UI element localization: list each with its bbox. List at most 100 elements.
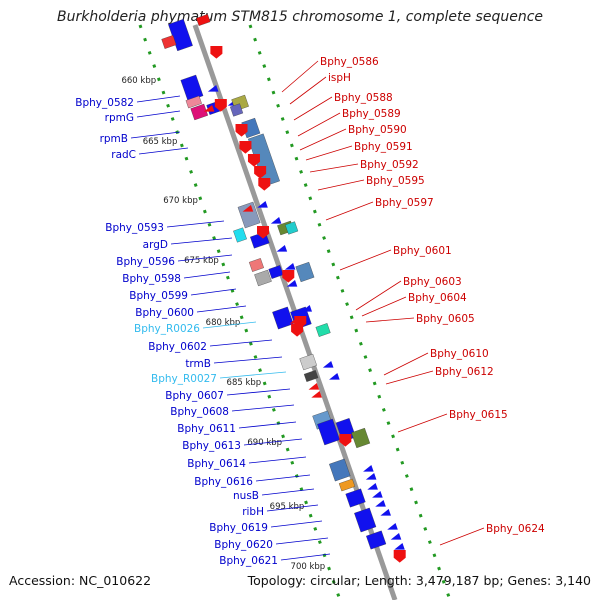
forward-strand-gene-7-shape	[285, 221, 299, 235]
reverse-strand-gene-21-shape	[338, 478, 356, 492]
left-label-leader	[261, 488, 315, 496]
right-gene-label: Bphy_0601	[393, 245, 452, 257]
forward-gene-marker-2	[214, 99, 227, 112]
right-label-leader	[365, 317, 415, 323]
forward-gene-marker-13	[393, 550, 406, 563]
reverse-arrow-9	[322, 361, 334, 368]
left-label-leader	[136, 95, 181, 103]
reverse-arrow-6	[284, 263, 296, 270]
forward-gene-marker-6	[254, 166, 267, 179]
reverse-arrow-11-shape	[363, 465, 374, 472]
left-label-leader	[238, 421, 297, 429]
reverse-strand-gene-11	[254, 269, 272, 287]
kbp-tick-label: 665 kbp	[143, 137, 178, 147]
reverse-arrow-3-shape	[257, 201, 268, 208]
kbp-tick-label: 680 kbp	[206, 318, 241, 328]
forward-gene-marker-9-shape	[282, 270, 295, 283]
left-gene-label: Bphy_R0027	[151, 373, 217, 385]
forward-gene-marker-5	[247, 154, 260, 167]
forward-gene-marker-1	[210, 46, 223, 59]
left-gene-label: Bphy_0600	[135, 307, 194, 319]
forward-gene-marker-3-shape	[235, 124, 248, 137]
reverse-strand-gene-8	[233, 227, 247, 243]
reverse-arrow-10	[329, 373, 340, 380]
reverse-arrow-19-shape	[394, 543, 405, 550]
right-label-leader	[397, 413, 448, 433]
reverse-arrow-7	[286, 280, 298, 287]
left-label-leader	[138, 147, 189, 155]
left-label-leader	[248, 456, 307, 464]
left-gene-label: Bphy_0620	[214, 539, 273, 551]
right-gene-label: Bphy_0603	[403, 276, 462, 288]
accession-text: Accession: NC_010622	[9, 573, 152, 588]
reverse-arrow-11	[363, 465, 374, 472]
reverse-strand-gene-16-shape	[303, 370, 319, 382]
right-gene-label: Bphy_0595	[366, 175, 425, 187]
forward-strand-gene-7	[285, 221, 299, 235]
right-gene-label: Bphy_0592	[360, 159, 419, 171]
right-gene-label: Bphy_0605	[416, 313, 475, 325]
forward-gene-marker-9	[282, 270, 295, 283]
forward-strand-gene-10-shape	[351, 427, 371, 449]
reverse-arrow-7-shape	[286, 280, 298, 287]
left-label-leader	[280, 553, 331, 561]
forward-arrow-5-shape	[311, 391, 322, 398]
reverse-strand-gene-4	[185, 95, 202, 109]
left-label-leader	[130, 131, 181, 139]
left-gene-label: Bphy_0613	[182, 440, 241, 452]
reverse-strand-gene-18	[317, 418, 340, 446]
kbp-tick-label: 675 kbp	[184, 256, 219, 266]
reverse-arrow-6-shape	[284, 263, 296, 270]
right-gene-label: Bphy_0591	[354, 141, 413, 153]
right-gene-label: ispH	[328, 72, 351, 84]
kbp-tick-label: 670 kbp	[163, 196, 198, 206]
reverse-strand-gene-11-shape	[254, 269, 272, 287]
right-label-leader	[309, 163, 359, 173]
left-gene-label: Bphy_0614	[187, 458, 246, 470]
left-gene-label: Bphy_0621	[219, 555, 278, 567]
reverse-arrow-8	[301, 305, 313, 312]
reverse-arrow-1-shape	[207, 85, 219, 92]
reverse-arrow-1	[207, 85, 219, 92]
forward-arrow-4	[308, 383, 320, 390]
reverse-strand-gene-23-shape	[354, 507, 377, 533]
reverse-arrow-14-shape	[372, 491, 383, 498]
reverse-arrow-17-shape	[387, 523, 398, 530]
reverse-arrow-5-shape	[276, 245, 288, 252]
forward-gene-marker-8	[257, 226, 269, 239]
forward-gene-marker-12	[339, 434, 352, 447]
forward-arrow-1-shape	[203, 105, 215, 112]
right-label-leader	[385, 370, 434, 385]
kbp-tick-label: 695 kbp	[270, 502, 305, 512]
right-gene-label: Bphy_0589	[342, 108, 401, 120]
forward-arrow-1	[203, 105, 215, 112]
reverse-arrow-13	[367, 483, 378, 490]
reverse-arrow-8-shape	[301, 305, 313, 312]
forward-strand-gene-1	[196, 14, 211, 26]
reverse-strand-gene-12	[268, 265, 284, 279]
left-label-leader	[183, 271, 231, 279]
forward-arrow-4-shape	[308, 383, 320, 390]
left-gene-label: rpmB	[100, 133, 128, 145]
right-label-leader	[305, 145, 353, 161]
left-gene-label: Bphy_0608	[170, 406, 229, 418]
left-gene-label: nusB	[233, 490, 259, 502]
left-label-leader	[190, 288, 237, 296]
reverse-arrow-15-shape	[375, 500, 386, 507]
left-label-leader	[226, 388, 291, 396]
forward-strand-gene-3-shape	[230, 103, 244, 117]
left-label-leader	[270, 520, 323, 528]
forward-gene-marker-3	[235, 124, 248, 137]
right-gene-label: Bphy_0612	[435, 366, 494, 378]
right-gene-label: Bphy_0615	[449, 409, 508, 421]
left-label-leader	[219, 371, 287, 379]
left-label-leader	[275, 537, 329, 545]
left-label-leader	[209, 339, 273, 347]
forward-gene-marker-7-shape	[258, 178, 271, 191]
right-label-leader	[325, 201, 374, 221]
forward-arrow-2-shape	[242, 205, 254, 212]
reverse-arrow-4-shape	[270, 217, 282, 224]
reverse-strand-gene-18-shape	[317, 418, 340, 446]
left-gene-label: ribH	[242, 506, 264, 518]
reverse-strand-gene-10-shape	[248, 258, 264, 272]
